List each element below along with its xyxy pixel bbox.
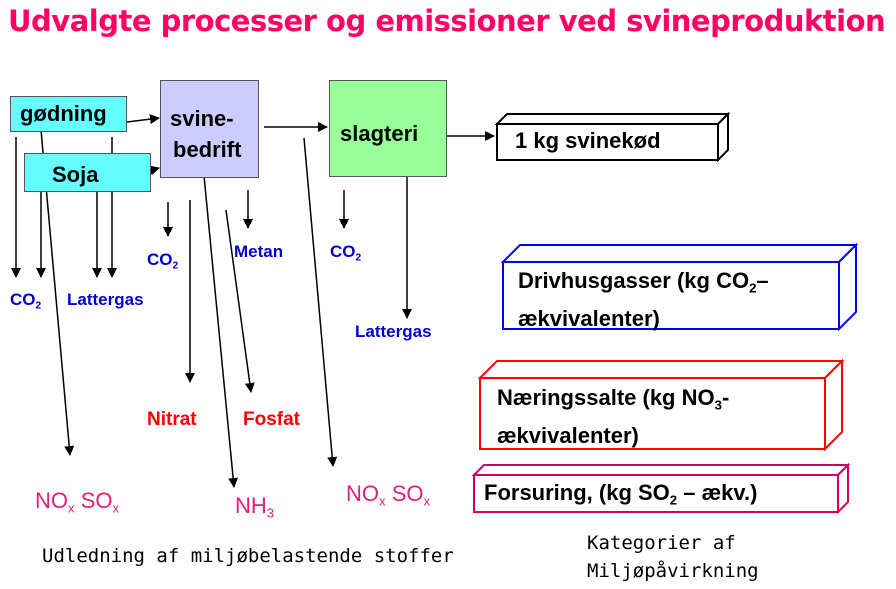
forsuring-box-3d [471, 462, 851, 515]
lattergas-right-label: Lattergas [355, 322, 432, 341]
godning-box: gødning [10, 96, 127, 132]
soja-label: Soja [52, 162, 99, 187]
drivhus-label: Drivhusgasser (kg CO2– ækvivalenter) [518, 268, 769, 331]
naering-box-3d [477, 358, 845, 452]
product-box-3d [494, 111, 731, 163]
kategorier-caption: Kategorier af Miljøpåvirkning [587, 532, 759, 582]
godning-label: gødning [20, 101, 107, 126]
nitrat-label: Nitrat [147, 409, 197, 430]
arrow-godning-svine [126, 114, 160, 125]
svine-label-line1: svine- [170, 106, 234, 131]
nox-sox-right-label: NOx SOx [346, 481, 431, 509]
arrow-fosfat [225, 209, 255, 393]
page-title: Udvalgte processer og emissioner ved svi… [8, 4, 886, 38]
co2-mid-label: CO2 [147, 250, 179, 272]
arrow-nox-right [303, 137, 338, 467]
nox-sox-left-label: NOx SOx [35, 488, 120, 516]
soja-box: Soja [24, 153, 151, 192]
slagteri-box: slagteri [329, 80, 447, 177]
metan-label: Metan [234, 242, 284, 261]
svine-label-line2: bedrift [173, 137, 242, 162]
udledning-caption: Udledning af miljøbelastende stoffer [42, 545, 454, 567]
co2-right-label: CO2 [330, 242, 362, 264]
slagteri-label: slagteri [340, 121, 419, 146]
arrow-nh3 [201, 154, 239, 488]
nh3-label: NH3 [235, 493, 275, 521]
naering-label: Næringssalte (kg NO3- ækvivalenter) [497, 385, 730, 448]
product-label: 1 kg svinekød [515, 128, 661, 153]
svinebedrift-box: svine- bedrift [160, 80, 259, 178]
lattergas-left-label: Lattergas [67, 290, 144, 309]
fosfat-label: Fosfat [243, 409, 300, 430]
drivhus-box-3d [500, 242, 859, 332]
forsuring-label: Forsuring, (kg SO2 – ækv.) [484, 480, 758, 508]
co2-left-label: CO2 [10, 290, 42, 312]
